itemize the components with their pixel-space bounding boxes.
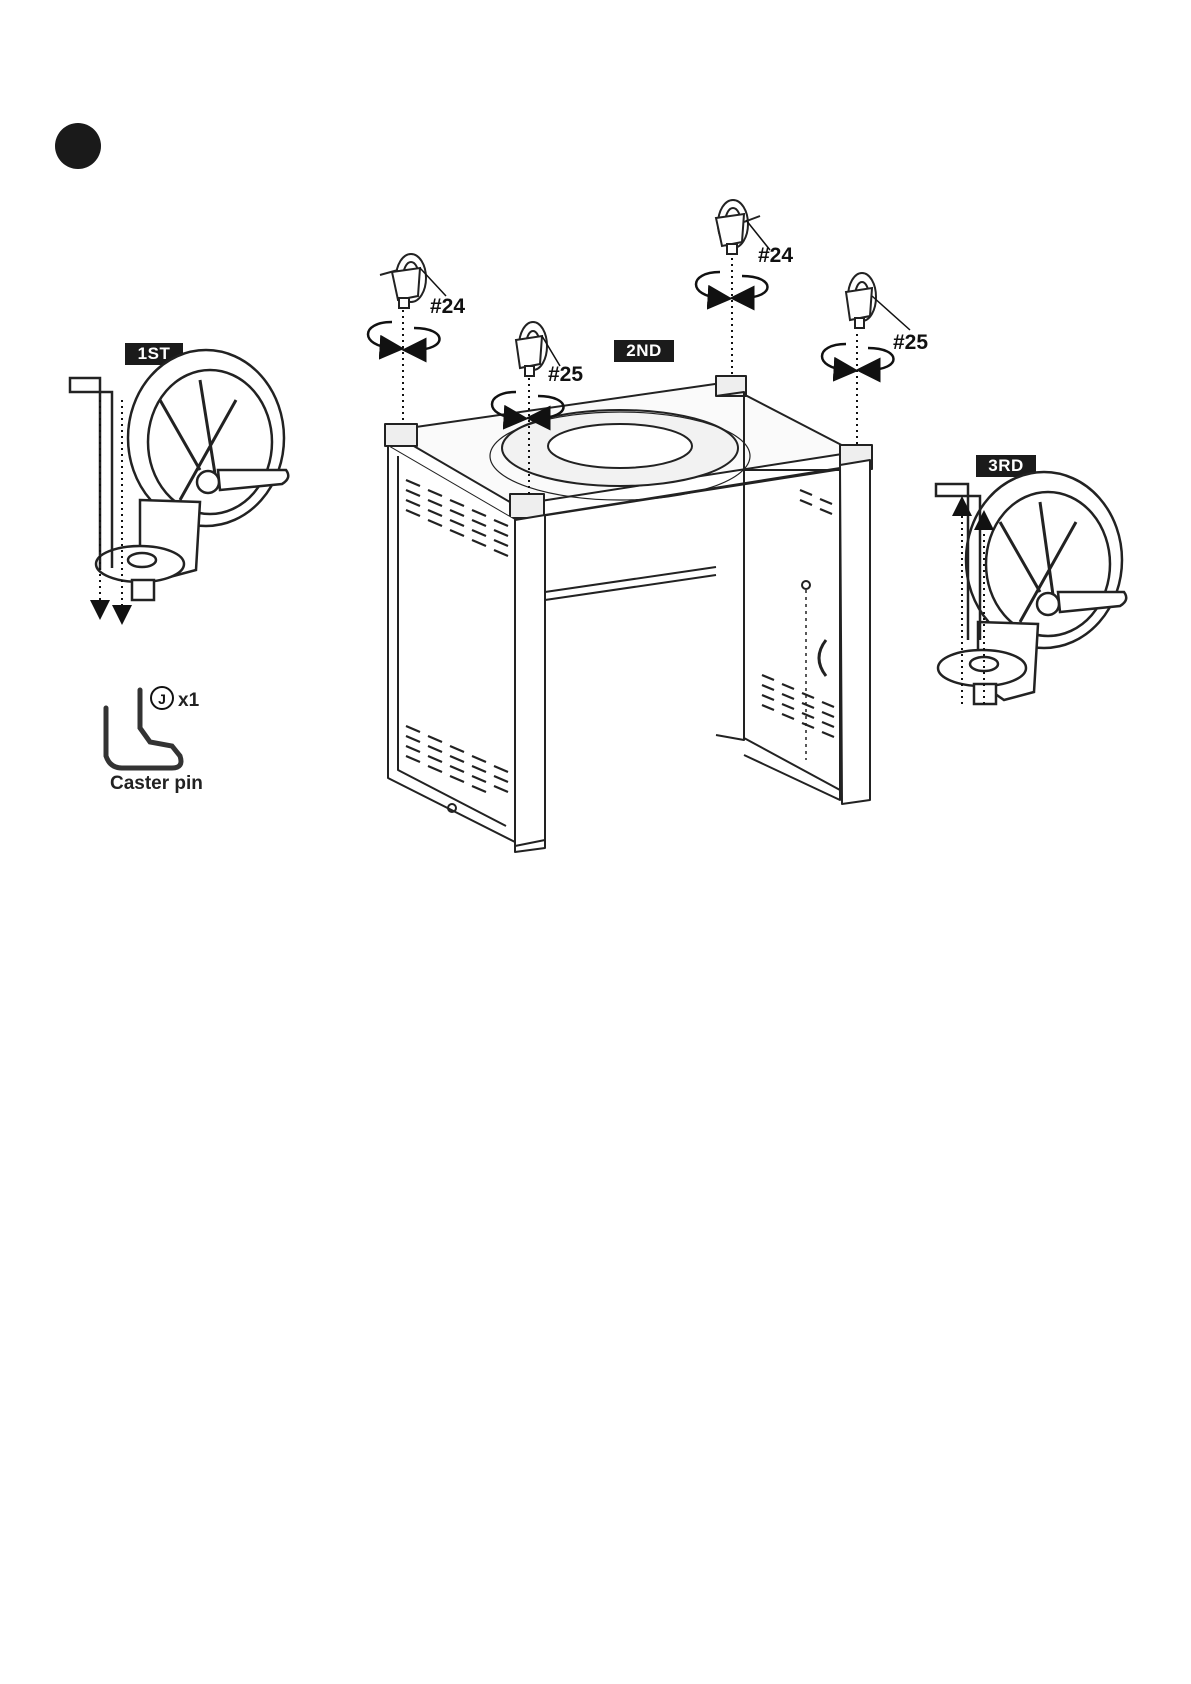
- caster-detail-3rd: [936, 472, 1126, 704]
- caster-24-right: [716, 200, 760, 254]
- caster-25-right: [846, 273, 876, 328]
- caster-25-left: [516, 322, 547, 376]
- caster-24-left: [380, 254, 426, 308]
- caster-detail-1st: [70, 350, 288, 600]
- grill-cart-cabinet: [385, 376, 872, 852]
- casters-small: [380, 200, 876, 376]
- hardware-letter: J: [158, 691, 166, 707]
